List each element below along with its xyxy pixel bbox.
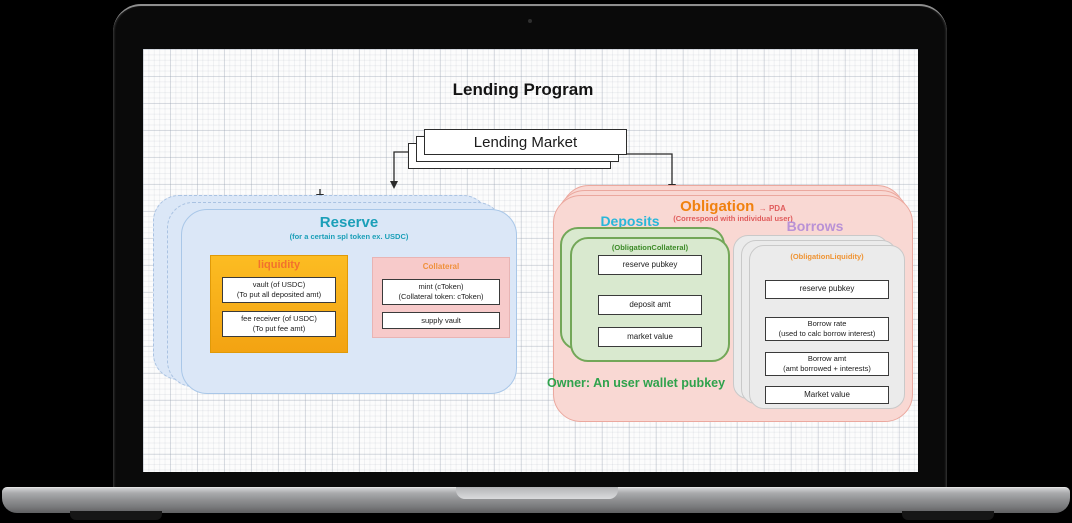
laptop-foot-left [70, 511, 162, 520]
liquidity-field-vault: vault (of USDC) (To put all deposited am… [222, 277, 336, 303]
camera-dot-icon [528, 19, 532, 23]
obligation-liquidity-title: (ObligationLiquidity) [790, 252, 864, 261]
obligation-collateral-title: (ObligationCollateral) [611, 243, 689, 252]
laptop-screen: Lending Program Lending Market Reserve (… [143, 49, 918, 472]
reserve-subtitle: (for a certain spl token ex. USDC) [289, 232, 409, 241]
borrows-label: Borrows [786, 218, 844, 234]
borrow-field-borrow-amt: Borrow amt (amt borrowed + interests) [765, 352, 889, 376]
base-notch [456, 487, 618, 499]
deposit-field-market-value: market value [598, 327, 702, 347]
laptop-foot-right [902, 511, 994, 520]
deposit-field-deposit-amt: deposit amt [598, 295, 702, 315]
borrow-field-market-value: Market value [765, 386, 889, 404]
deposit-field-reserve-pubkey: reserve pubkey [598, 255, 702, 275]
collateral-field-mint: mint (cToken) (Collateral token: cToken) [382, 279, 500, 305]
collateral-title: Collateral [422, 262, 460, 271]
reserve-title: Reserve [319, 214, 379, 231]
lending-market-box: Lending Market [424, 129, 627, 155]
collateral-field-supply-vault: supply vault [382, 312, 500, 329]
diagram-title: Lending Program [452, 80, 594, 99]
deposits-label: Deposits [600, 213, 660, 229]
liquidity-title: liquidity [257, 259, 301, 271]
borrow-field-reserve-pubkey: reserve pubkey [765, 280, 889, 299]
owner-label: Owner: An user wallet pubkey [547, 376, 726, 390]
laptop-base [2, 487, 1070, 513]
liquidity-field-fee-receiver: fee receiver (of USDC) (To put fee amt) [222, 311, 336, 337]
obligation-pda-suffix: → PDA [758, 204, 786, 213]
obligation-title-row: Obligation → PDA [553, 198, 913, 216]
obligation-title: Obligation [680, 198, 755, 215]
borrow-field-borrow-rate: Borrow rate (used to calc borrow interes… [765, 317, 889, 341]
obligation-subtitle: (Correspond with individual user) [673, 214, 793, 223]
laptop-lid: Lending Program Lending Market Reserve (… [113, 4, 947, 490]
